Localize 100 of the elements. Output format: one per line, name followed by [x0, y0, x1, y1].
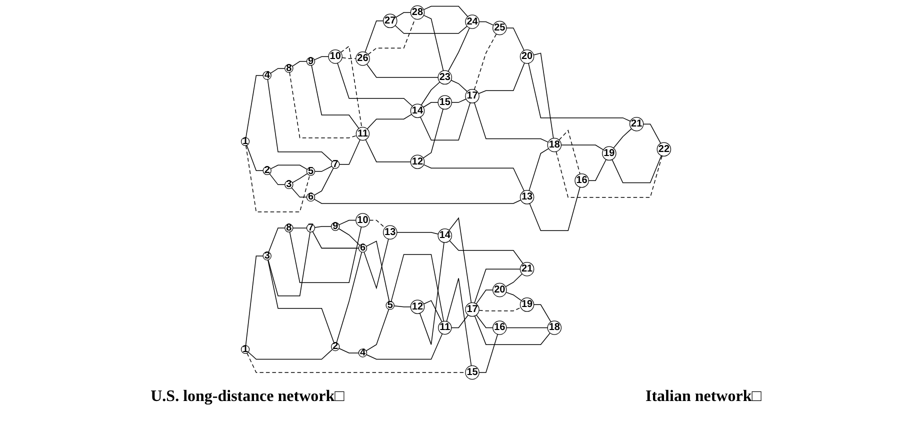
- connector: [474, 102, 549, 143]
- node-circle: 8: [284, 64, 294, 73]
- connector: [474, 34, 497, 90]
- connector: [506, 292, 522, 302]
- connector: [366, 333, 443, 360]
- node-circle: 4: [358, 348, 368, 358]
- node-circle: 6: [358, 244, 368, 253]
- connector: [419, 242, 444, 345]
- node-circle: 1: [240, 137, 250, 146]
- connector: [270, 68, 286, 74]
- connector: [248, 349, 333, 360]
- connector: [314, 166, 332, 172]
- connector: [366, 64, 438, 78]
- connector: [366, 308, 390, 352]
- node-circle: 27: [383, 14, 398, 28]
- node-circle: 17: [465, 89, 480, 104]
- connector: [394, 305, 412, 308]
- connector: [423, 6, 468, 18]
- connector: [450, 80, 468, 92]
- connector: [396, 12, 412, 18]
- connector: [446, 278, 472, 366]
- node-circle: 12: [410, 154, 425, 169]
- node-circle: 16: [492, 320, 507, 335]
- connector: [314, 198, 522, 204]
- connector: [267, 79, 333, 162]
- node-circle: 20: [520, 50, 534, 64]
- node-circle: 10: [356, 213, 370, 228]
- connector: [314, 56, 329, 60]
- node-circle: 5: [386, 301, 394, 310]
- connector: [292, 61, 308, 67]
- node-circle: 6: [306, 192, 316, 202]
- connector: [246, 352, 466, 373]
- connector: [246, 75, 264, 138]
- connector: [423, 300, 442, 322]
- connector: [474, 268, 521, 304]
- connector: [422, 108, 444, 158]
- connector: [451, 98, 466, 103]
- node-circle: 19: [602, 146, 616, 161]
- connector: [448, 217, 472, 304]
- connector: [339, 139, 360, 165]
- connector: [336, 252, 362, 344]
- connector: [478, 307, 522, 312]
- connector: [246, 144, 264, 172]
- connector: [420, 82, 440, 106]
- connector: [394, 25, 468, 34]
- node-circle: 2: [262, 166, 272, 175]
- connector: [366, 240, 390, 302]
- node-circle: 10: [328, 50, 342, 64]
- connector: [291, 187, 308, 198]
- connector: [558, 130, 580, 174]
- node-circle: 25: [492, 20, 507, 36]
- network-caption: Italian network□: [646, 388, 762, 406]
- connector: [396, 232, 439, 234]
- connector: [476, 314, 494, 328]
- node-circle: 23: [438, 70, 452, 85]
- connector: [342, 57, 356, 60]
- node-circle: 21: [520, 262, 534, 276]
- connector: [448, 28, 470, 72]
- connector: [556, 151, 662, 198]
- connector: [528, 148, 549, 192]
- connector: [269, 173, 286, 186]
- connector: [245, 256, 264, 346]
- connector: [246, 145, 310, 212]
- node-circle: 5: [306, 167, 316, 176]
- node-circle: 20: [492, 282, 507, 298]
- connector: [364, 20, 384, 53]
- node-circle: 19: [520, 298, 534, 312]
- node-circle: 1: [240, 345, 250, 354]
- node-circle: 21: [629, 116, 644, 132]
- connector: [268, 232, 310, 296]
- node-circle: 8: [284, 224, 294, 232]
- connector: [420, 102, 471, 141]
- connector: [268, 228, 286, 253]
- connector: [478, 334, 498, 373]
- node-circle: 3: [284, 180, 294, 190]
- node-circle: 12: [410, 300, 425, 314]
- connector: [314, 168, 334, 196]
- node-circle: 14: [438, 228, 452, 243]
- connector: [338, 228, 360, 246]
- node-circle: 28: [410, 5, 425, 20]
- connector: [643, 124, 662, 144]
- connector: [366, 114, 412, 130]
- node-circle: 4: [262, 71, 272, 80]
- connector: [369, 220, 386, 228]
- node-circle: 26: [356, 52, 370, 66]
- connector: [423, 14, 444, 72]
- node-circle: 9: [306, 57, 316, 66]
- connector: [529, 186, 580, 231]
- connector: [613, 128, 632, 148]
- node-circle: 18: [547, 320, 562, 335]
- node-circle: 15: [438, 95, 452, 110]
- node-circle: 7: [331, 160, 340, 169]
- node-circle: 7: [306, 224, 316, 232]
- connector: [338, 220, 356, 226]
- node-circle: 14: [410, 104, 425, 118]
- connector: [289, 72, 357, 138]
- connector: [474, 316, 550, 345]
- connector: [364, 238, 389, 290]
- node-circle: 18: [547, 138, 562, 152]
- connector: [506, 28, 524, 51]
